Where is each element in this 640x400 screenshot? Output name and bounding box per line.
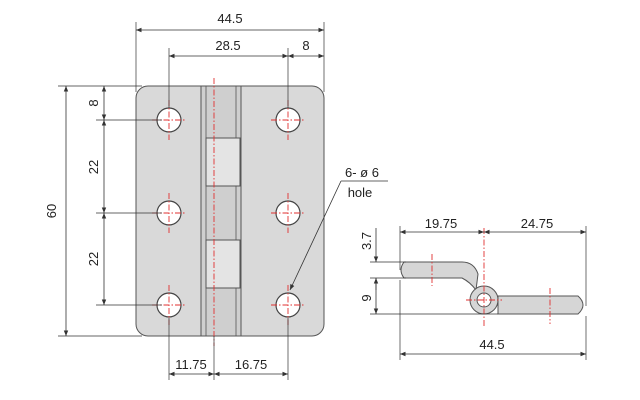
front-view: 44.5 28.5 8 60 8 22 22 11.75 16.75 <box>44 11 388 380</box>
knuckle-strip <box>200 85 242 337</box>
dim-hole-edge-offset-top: 8 <box>86 99 101 106</box>
knuckle-segment <box>205 137 241 187</box>
dim-hole-spacing-vertical-1: 22 <box>86 160 101 174</box>
hole-center-lines <box>152 100 305 325</box>
dim-thickness-top: 3.7 <box>359 232 374 250</box>
dim-overall-height: 60 <box>44 204 59 218</box>
hole-callout-leader <box>289 180 342 291</box>
dim-leaf-length-left: 19.75 <box>425 216 458 231</box>
dim-hole-edge-offset-right: 8 <box>302 38 309 53</box>
dim-hole-spacing-horizontal: 28.5 <box>215 38 240 53</box>
dim-bottom-offset-left: 11.75 <box>175 357 207 372</box>
dim-bottom-offset-right: 16.75 <box>235 357 268 372</box>
dim-knuckle-height: 9 <box>359 294 374 301</box>
knuckle-segment <box>205 239 241 289</box>
dim-overall-width: 44.5 <box>217 11 242 26</box>
dim-hole-spacing-vertical-2: 22 <box>86 252 101 266</box>
hole-note-count: 6- ø 6 <box>345 165 379 180</box>
side-view: 19.75 24.75 3.7 9 44.5 <box>359 216 587 360</box>
dim-side-overall-length: 44.5 <box>479 337 504 352</box>
side-leaf-left <box>400 261 479 292</box>
side-leaf-right <box>497 295 584 315</box>
dim-leaf-length-right: 24.75 <box>521 216 554 231</box>
hole-note-label: hole <box>348 185 373 200</box>
